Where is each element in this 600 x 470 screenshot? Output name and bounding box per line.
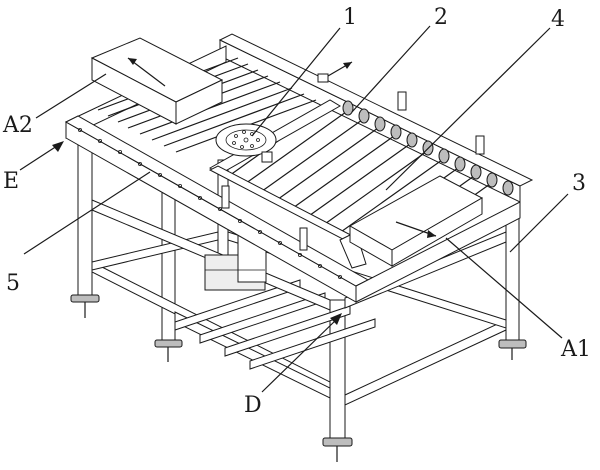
conveying-direction-arrow — [317, 61, 353, 83]
leg-mid-front — [161, 189, 176, 341]
foot-right-front — [322, 437, 353, 462]
workpiece-a1 — [348, 175, 484, 267]
foot-right-rear — [498, 339, 527, 360]
turntable-disc — [215, 123, 277, 157]
label-5: 5 — [6, 271, 20, 296]
label-a2: A2 — [2, 113, 33, 138]
label-d: D — [244, 393, 262, 418]
label-3: 3 — [572, 171, 586, 196]
pointer-d — [261, 317, 339, 393]
leader-1 — [251, 27, 341, 137]
guide-posts — [221, 91, 485, 251]
right-end-beam — [355, 201, 521, 303]
foot-mid — [154, 339, 183, 362]
label-1: 1 — [343, 5, 357, 30]
shelf-bar-3 — [224, 305, 351, 357]
pointer-e-head — [52, 141, 64, 152]
arrow-a1-head — [427, 230, 436, 238]
label-e: E — [3, 169, 19, 194]
turntable-lug — [261, 151, 273, 163]
label-2: 2 — [434, 5, 448, 30]
rear-top-beam-top — [218, 33, 534, 187]
foot-left — [70, 294, 100, 318]
shelf-bar-4 — [249, 318, 376, 370]
label-4: 4 — [551, 7, 565, 32]
leader-3 — [509, 193, 569, 253]
leg-left-front — [77, 139, 93, 303]
mid-rail-right — [344, 231, 507, 309]
bottom-rail-right — [344, 319, 507, 406]
arrow-a2-head — [128, 58, 137, 65]
workpiece-a2 — [90, 37, 224, 125]
leader-5 — [23, 171, 151, 255]
pointer-e — [19, 143, 61, 171]
leader-2 — [351, 25, 431, 113]
leader-a2 — [35, 73, 107, 119]
leader-a1 — [445, 237, 563, 339]
pointer-d-head — [330, 313, 342, 325]
leader-lines — [19, 25, 569, 393]
sprocket-row — [342, 100, 514, 196]
leg-right-rear — [505, 211, 520, 343]
callout-labels: 1 2 4 3 A2 E 5 A1 D — [2, 5, 591, 418]
conveyor-table — [64, 33, 534, 303]
label-a1: A1 — [560, 337, 591, 362]
leader-4 — [385, 27, 551, 191]
front-beam-bolts — [78, 127, 342, 279]
rotary-turntable — [215, 123, 277, 163]
